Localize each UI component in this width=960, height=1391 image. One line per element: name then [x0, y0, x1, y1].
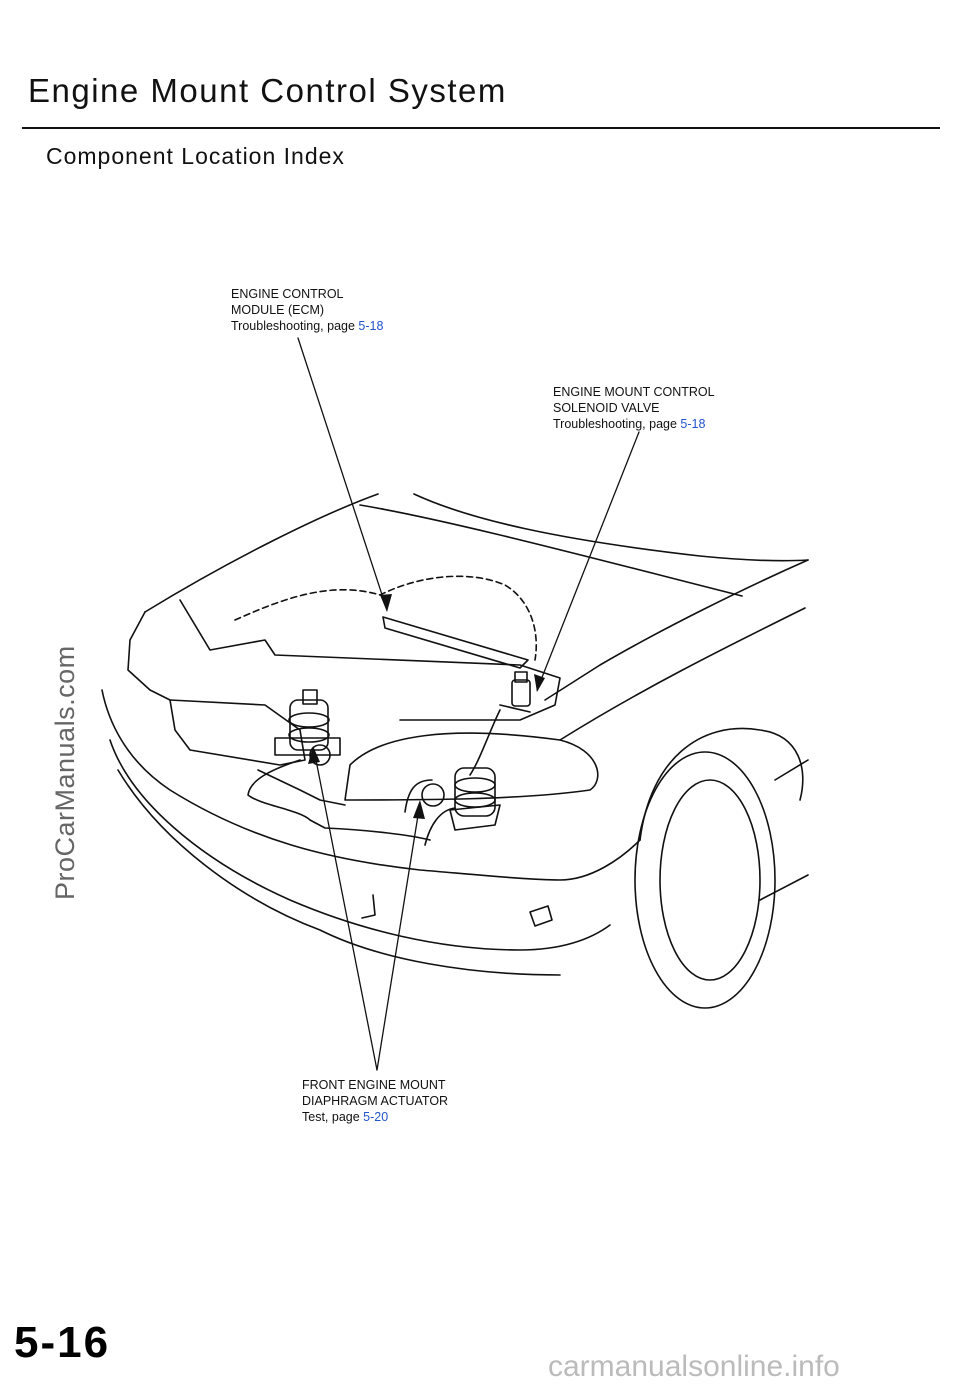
actuator-leader-right	[376, 802, 421, 1071]
solenoid-ref-link[interactable]: 5-18	[680, 417, 706, 431]
left-mount-actuator	[274, 689, 341, 766]
ecm-label-line2: MODULE (ECM)	[231, 303, 325, 317]
actuator-reference: Test, page 5-20	[302, 1109, 448, 1125]
solenoid-ref-prefix: Troubleshooting, page	[553, 417, 681, 431]
actuator-ref-prefix: Test, page	[302, 1110, 364, 1124]
leader-arrowheads	[308, 594, 545, 819]
title-rule	[22, 127, 940, 129]
solenoid-valve	[499, 671, 531, 713]
bumper-fog-right	[529, 905, 553, 927]
grille	[257, 769, 346, 806]
ecm-label-line1: ENGINE CONTROL	[231, 287, 344, 301]
ecm-reference: Troubleshooting, page 5-18	[231, 318, 383, 334]
solenoid-label-line2: SOLENOID VALVE	[553, 401, 660, 415]
hood-inner-edge	[359, 504, 743, 597]
leader-lines	[297, 337, 640, 1071]
vacuum-hose-left	[247, 759, 431, 841]
solenoid-callout: ENGINE MOUNT CONTROL SOLENOID VALVE Trou…	[553, 384, 715, 432]
solenoid-label-line1: ENGINE MOUNT CONTROL	[553, 385, 715, 399]
right-body-lower	[559, 607, 806, 741]
right-mount-actuator	[421, 767, 501, 831]
page-number: 5-16	[14, 1318, 111, 1367]
ecm-ref-prefix: Troubleshooting, page	[231, 319, 359, 333]
headlight-right	[344, 732, 599, 801]
ecm-callout: ENGINE CONTROL MODULE (ECM) Troubleshoot…	[231, 286, 383, 334]
site-footer: carmanualsonline.info	[548, 1350, 840, 1383]
engine-cover-outline	[234, 575, 537, 661]
body-side	[759, 759, 809, 901]
bumper-lip	[361, 894, 376, 919]
vacuum-hose-mid	[404, 779, 433, 813]
right-body-line	[544, 559, 809, 701]
actuator-label-line1: FRONT ENGINE MOUNT	[302, 1078, 446, 1092]
bumper-bottom	[117, 769, 561, 976]
compartment-edge	[179, 599, 561, 721]
bumper-upper	[101, 689, 641, 881]
front-wheel	[659, 779, 761, 981]
page-title: Engine Mount Control System	[28, 72, 507, 109]
solenoid-reference: Troubleshooting, page 5-18	[553, 416, 715, 432]
bumper-lower	[109, 739, 611, 951]
body-upper-line	[127, 611, 171, 701]
wheel-arch	[639, 727, 804, 841]
ecm-leader	[297, 337, 388, 611]
actuator-label-line2: DIAPHRAGM ACTUATOR	[302, 1094, 449, 1108]
intake-cover	[382, 616, 529, 669]
actuator-leader-left	[313, 749, 378, 1071]
front-tire	[634, 751, 776, 1009]
actuator-callout: FRONT ENGINE MOUNT DIAPHRAGM ACTUATOR Te…	[302, 1077, 448, 1125]
ecm-ref-link[interactable]: 5-18	[358, 319, 384, 333]
vacuum-hose-right	[424, 709, 501, 846]
solenoid-leader	[536, 431, 640, 691]
actuator-ref-link[interactable]: 5-20	[363, 1110, 389, 1124]
watermark: ProCarManuals.com	[50, 645, 80, 900]
hood-outline	[144, 493, 809, 613]
section-title: Component Location Index	[46, 143, 345, 169]
